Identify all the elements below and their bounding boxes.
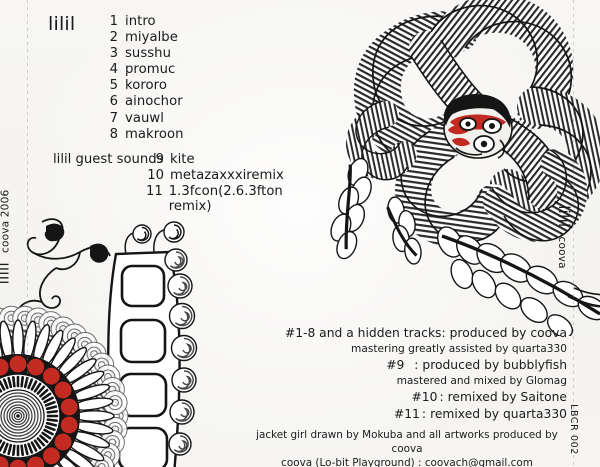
credit-row: #1-8 and a hidden tracks : produced by c… <box>285 326 567 343</box>
track-title: promuc <box>125 62 176 78</box>
spine-fold-line-left <box>27 0 28 467</box>
credit-text: produced by coova <box>449 326 567 340</box>
credit-separator: : <box>441 326 446 340</box>
track-row: 8 makroon <box>101 127 184 143</box>
album-title: lilil <box>48 13 76 35</box>
track-row: 2 miyalbe <box>101 30 184 46</box>
credit-track-tag: #1-8 and a hidden tracks <box>284 326 442 340</box>
track-number: 3 <box>109 46 118 62</box>
guest-track-title: metazaxxxiremix <box>170 168 284 184</box>
track-row: 5 kororo <box>101 78 184 94</box>
credit-row: #11 : remixed by quarta330 <box>285 407 567 424</box>
red-dotted-mandala-flower-illustration <box>0 218 210 467</box>
track-title: vauwl <box>125 110 164 126</box>
credit-track-tag: #11 <box>393 407 420 421</box>
track-number: 1 <box>109 14 118 29</box>
track-number: 6 <box>109 94 118 110</box>
credit-track-tag: #9 <box>386 358 405 372</box>
credit-row: #9 : produced by bubblyfish <box>285 358 567 375</box>
guest-track-title: kite <box>170 152 195 167</box>
credit-text: mastered and mixed by Glomag <box>396 375 567 387</box>
credit-text: mastering greatly assisted by quarta330 <box>351 343 567 355</box>
track-title: miyalbe <box>125 30 178 46</box>
guest-track-number: 11 <box>146 184 163 200</box>
credit-row: #10 : remixed by Saitone <box>285 390 567 407</box>
tracklist: 1 intro 2 miyalbe 3 susshu 4 promuc 5 kororo 6 aino… <box>101 14 184 143</box>
track-title: makroon <box>125 126 184 142</box>
track-title: ainochor <box>125 94 183 110</box>
credit-separator: : <box>421 407 427 421</box>
spine-left-artist: lilil <box>0 262 13 285</box>
credit-row: mastered and mixed by Glomag <box>285 375 567 390</box>
colophon-line-2: coova (Lo-bit Playground) : coovach@gmai… <box>281 457 533 467</box>
track-number: 4 <box>109 62 118 78</box>
spine-left-label: coova 2006 <box>0 189 12 253</box>
credit-text: remixed by quarta330 <box>430 407 567 421</box>
track-row: 6 ainochor <box>101 94 184 110</box>
credit-text: remixed by Saitone <box>447 390 567 404</box>
credit-row: mastering greatly assisted by quarta330 <box>285 343 567 358</box>
track-title: susshu <box>125 46 171 62</box>
guest-track-title: 1.3fcon(2.6.3fton remix) <box>168 184 283 215</box>
track-number: 5 <box>109 78 118 94</box>
track-number: 2 <box>109 30 118 46</box>
track-row: 3 susshu <box>101 46 184 62</box>
track-number: 8 <box>109 126 118 142</box>
guest-track-row: 10 metazaxxxiremix <box>146 168 284 184</box>
credit-text: produced by bubblyfish <box>422 358 567 372</box>
spine-right-title-block: lilil coova <box>555 205 573 269</box>
credit-separator: : <box>439 390 444 404</box>
production-credits: #1-8 and a hidden tracks : produced by c… <box>285 326 567 424</box>
colophon: jacket girl drawn by Mokuba and all artw… <box>247 428 567 467</box>
spine-fold-line-right <box>573 0 574 467</box>
colophon-line-1: jacket girl drawn by Mokuba and all artw… <box>256 429 558 455</box>
credit-separator: : <box>414 358 419 372</box>
guest-track-number: 9 <box>155 152 164 167</box>
track-title: intro <box>125 14 156 29</box>
credit-track-tag: #10 <box>411 390 438 404</box>
guest-sounds-list: 9 kite 10 metazaxxxiremix 11 1.3fcon(2.6.3fto… <box>146 152 284 214</box>
guest-track-number: 10 <box>147 168 164 184</box>
track-row: 7 vauwl <box>101 111 184 127</box>
track-number: 7 <box>109 110 118 126</box>
spine-right-label: coova <box>555 236 568 269</box>
coiled-tentacle-knot-illustration <box>330 0 600 336</box>
guest-track-row: 9 kite <box>146 152 284 168</box>
spine-left: lilil coova 2006 <box>0 190 12 285</box>
spine-right-artist: lilil <box>554 205 573 228</box>
track-row: 1 intro <box>101 14 184 30</box>
track-title: kororo <box>125 78 167 94</box>
guest-track-row: 11 1.3fcon(2.6.3fton remix) <box>146 184 284 214</box>
catalog-number: LBCR 002 <box>567 404 579 455</box>
track-row: 4 promuc <box>101 62 184 78</box>
